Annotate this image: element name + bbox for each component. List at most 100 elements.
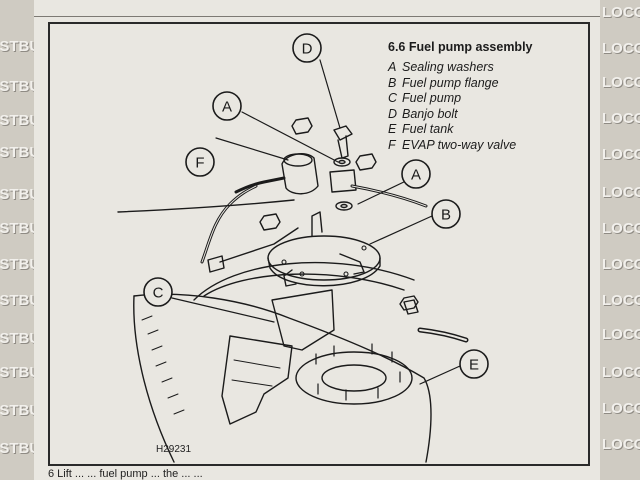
callout-letter-A1: A [222, 99, 232, 116]
callout-D: D [292, 33, 322, 63]
caption-letter: F [388, 137, 396, 152]
loose-nut-3 [259, 213, 281, 231]
watermark-text: LOCOSTBUILDERS.CO [0, 144, 34, 161]
flange-connector [339, 253, 365, 275]
watermark-text: LOCOSTBUILDERS.CO [602, 220, 640, 237]
watermark-text: LOCOSTBUILDERS.CO [602, 184, 640, 201]
leader-A1 [241, 111, 339, 163]
page-top-rule [34, 16, 600, 17]
sealing-washer-lower-inner [340, 203, 348, 209]
caption-letter: E [388, 122, 397, 136]
tank-dome-curve [193, 261, 415, 301]
watermark-text: LOCOSTBUILDERS.CO [602, 364, 640, 381]
watermark-text: LOCOSTBUILDERS.CO [602, 400, 640, 417]
loose-nut-1 [291, 117, 313, 135]
flange-outlet-pipe [311, 211, 323, 237]
caption-label: Sealing washers [402, 60, 494, 74]
caption-letter: D [388, 106, 398, 121]
callout-F: F [185, 147, 215, 177]
watermark-text: LOCOSTBUILDERS.CO [0, 186, 34, 203]
watermark-strip-left: LOCOSTBUILDERS.CO LOCOSTBUILDERS.CO LOCO… [0, 0, 34, 480]
ring-bolt-studs [315, 343, 401, 401]
callout-letter-E: E [469, 357, 479, 374]
fuel-pump-assembly-drawing: D A F A B C E [117, 33, 489, 463]
leader-D [319, 59, 341, 129]
fuel-tank-outline [133, 293, 432, 463]
watermark-text: LOCOSTBUILDERS.CO [602, 292, 640, 309]
fuel-tank-hatch [141, 315, 185, 415]
callout-B: B [431, 199, 461, 229]
leader-F [215, 137, 289, 161]
watermark-text: LOCOSTBUILDERS.CO [602, 40, 640, 57]
loose-nut-4 [399, 295, 419, 311]
figure-code: H29231 [156, 444, 192, 455]
caption-letter: A [388, 60, 397, 74]
caption-item: C Fuel pump [388, 91, 588, 107]
evap-valve-cap [283, 153, 313, 167]
watermark-text: LOCOSTBUILDERS.CO [0, 364, 34, 381]
callout-letter-B: B [441, 207, 451, 224]
watermark-text: LOCOSTBUILDERS.CO [0, 292, 34, 309]
tank-mounting-ring-inner [321, 364, 387, 392]
banjo-fitting [329, 169, 357, 193]
leader-E [419, 365, 461, 385]
vent-hose [200, 184, 258, 264]
manual-page: D A F A B C E 6.6 Fuel pump assembly A Se… [34, 0, 600, 480]
caption-label: Banjo bolt [402, 106, 458, 121]
tank-dome-curve-2 [203, 273, 405, 297]
watermark-text: LOCOSTBUILDERS.CO [602, 4, 640, 21]
watermark-text: LOCOSTBUILDERS.CO [602, 256, 640, 273]
watermark-text: LOCOSTBUILDERS.CO [602, 436, 640, 453]
flange-return-pipe [283, 269, 297, 287]
callout-letter-C: C [153, 285, 164, 302]
watermark-text: LOCOSTBUILDERS.CO [602, 146, 640, 163]
caption-label: Fuel pump [402, 91, 462, 105]
banjo-bolt [333, 125, 353, 159]
figure-frame [48, 22, 590, 466]
watermark-text: LOCOSTBUILDERS.CO [0, 220, 34, 237]
caption-title: 6.6 Fuel pump assembly [388, 40, 533, 54]
watermark-strip-right: LOCOSTBUILDERS.CO LOCOSTBUILDERS.CO LOCO… [600, 0, 640, 480]
evap-valve-body [281, 153, 319, 195]
caption-label: Fuel tank [402, 122, 454, 136]
fuel-tank-top-curve [133, 295, 175, 463]
leader-B [369, 215, 433, 245]
callout-letter-F: F [195, 155, 204, 172]
caption-item: D Banjo bolt [388, 107, 588, 123]
leader-lines [171, 59, 461, 385]
caption-label: Fuel pump flange [402, 75, 499, 90]
watermark-text: LOCOSTBUILDERS.CO [0, 78, 34, 95]
watermark-text: LOCOSTBUILDERS.CO [0, 256, 34, 273]
tank-mounting-ring-outer [295, 351, 413, 405]
caption-item: A Sealing washers [388, 60, 588, 76]
fuel-pump-strainer [221, 335, 293, 425]
fuel-feed-hose-inner [351, 185, 427, 207]
callout-E: E [459, 349, 489, 379]
tank-seam [117, 199, 295, 213]
vent-clip [207, 255, 225, 273]
watermark-text: LOCOSTBUILDERS.CO [602, 326, 640, 343]
watermark-text: LOCOSTBUILDERS.CO [602, 110, 640, 127]
evap-valve-pipe [234, 176, 286, 194]
leader-C [171, 297, 275, 323]
sealing-washer-upper [333, 157, 351, 167]
callout-A2: A [401, 159, 431, 189]
bottom-text-fragment: 6 Lift ... ... fuel pump ... the ... ... [48, 468, 203, 480]
watermark-text: LOCOSTBUILDERS.CO [0, 402, 34, 419]
vent-hose-inner [201, 185, 257, 263]
caption-letter: B [388, 75, 397, 90]
caption-item: B Fuel pump flange [388, 76, 588, 92]
loose-nut-2 [355, 153, 377, 171]
flange-bolt-holes [281, 245, 367, 277]
fuel-pump-body [271, 289, 335, 351]
watermark-text: LOCOSTBUILDERS.CO [0, 440, 34, 457]
fuel-pump-strainer-ribs [231, 359, 281, 387]
callout-letter-D: D [302, 41, 313, 58]
callout-letter-A2: A [411, 167, 421, 184]
return-hose-inner [419, 329, 467, 341]
pump-flange-top [267, 235, 381, 281]
caption-letter: C [388, 91, 398, 105]
sealing-washer-upper-inner [338, 159, 346, 165]
